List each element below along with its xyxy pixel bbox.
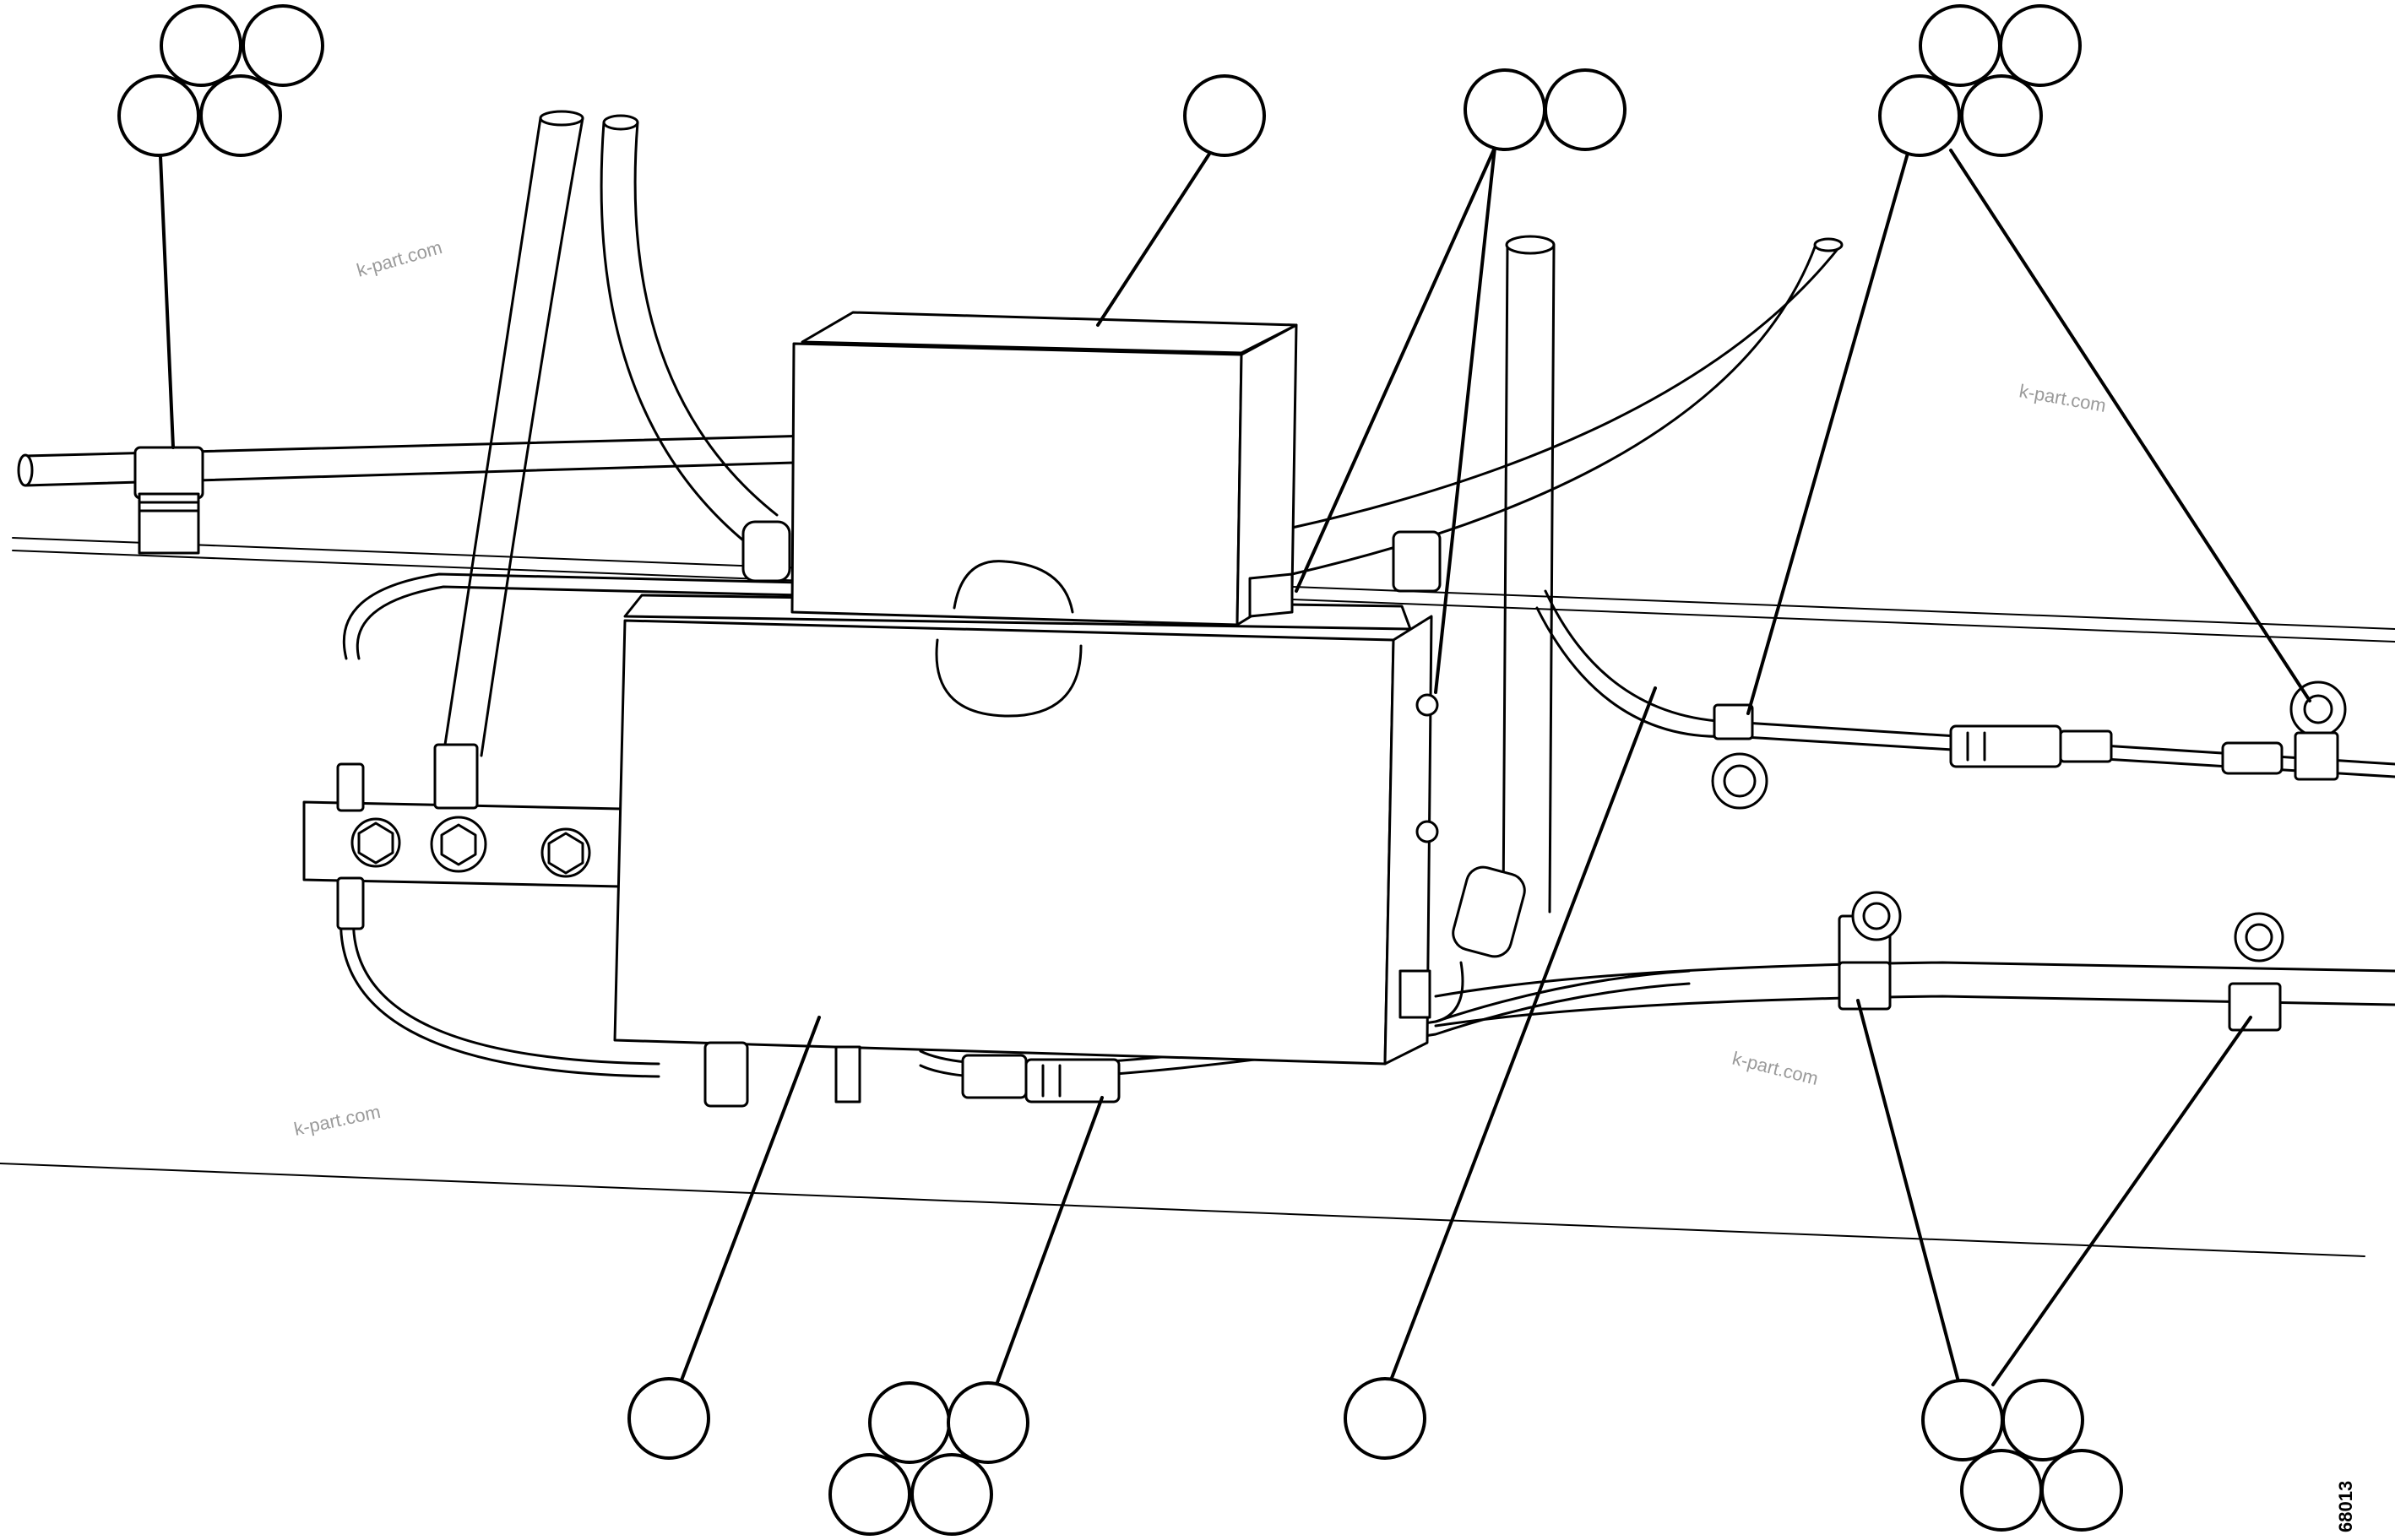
terminal-block	[302, 743, 622, 930]
right-arc-hose	[1290, 237, 1844, 576]
callout-group-top-right	[1878, 4, 2082, 157]
vertical-tube	[1434, 235, 1556, 1023]
leader-lines	[159, 142, 2311, 1386]
callout-group-top-mount	[1464, 68, 1627, 151]
left-hose	[442, 110, 584, 757]
callout-group-top-left	[117, 4, 324, 157]
middle-hose	[600, 114, 779, 542]
callout-group-bottom-connector	[828, 1381, 1029, 1536]
right-clamps	[1711, 681, 2347, 1032]
control-box	[613, 594, 1439, 1108]
bottom-connector	[961, 1054, 1121, 1103]
callout-top-cover	[1183, 74, 1266, 157]
watermark-text: k-part.com	[1730, 1048, 1821, 1089]
callout-bottom-box	[627, 1377, 710, 1460]
top-left-clamp	[133, 446, 204, 555]
callout-bottom-harness	[1344, 1377, 1426, 1460]
watermark-text: k-part.com	[292, 1101, 383, 1140]
figure-number: 68013	[2335, 1481, 2356, 1532]
top-cover	[741, 311, 1442, 626]
watermark-text: k-part.com	[354, 236, 444, 281]
watermark-text: k-part.com	[2018, 380, 2108, 416]
callout-group-bottom-right	[1921, 1379, 2123, 1532]
